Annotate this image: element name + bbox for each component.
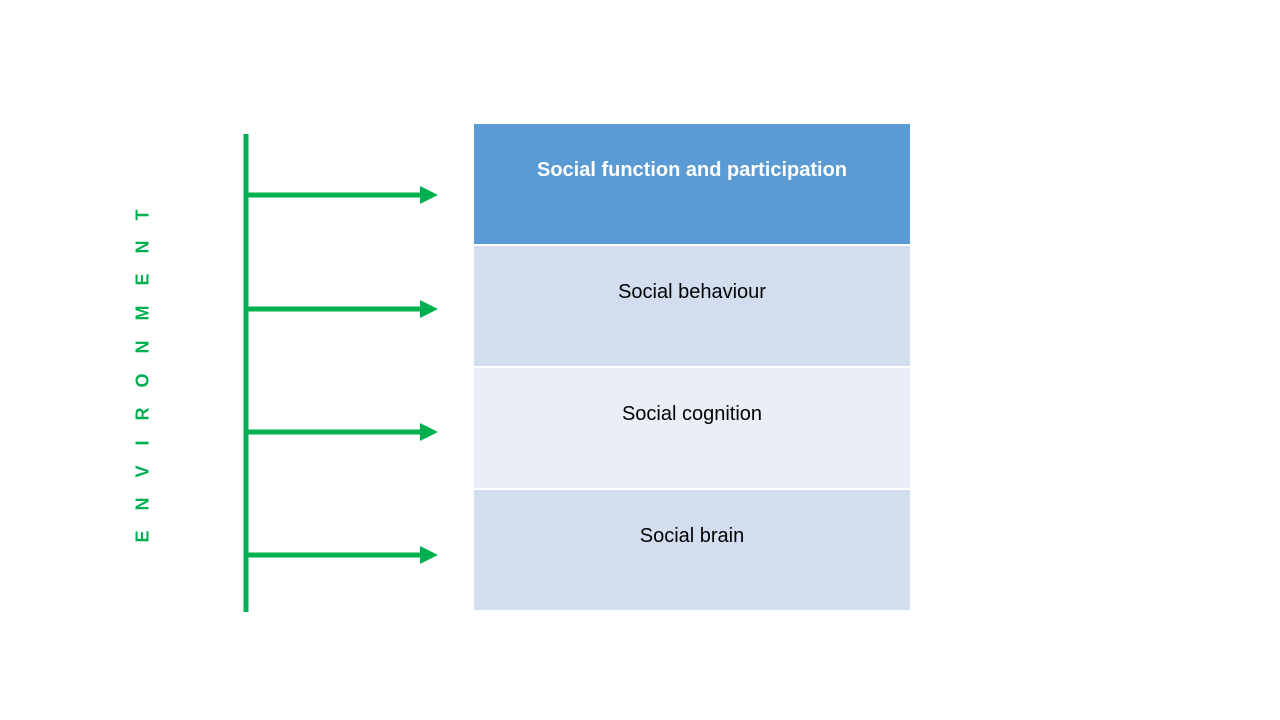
level-box-social-function: Social function and participation xyxy=(474,124,910,244)
level-box-social-behaviour: Social behaviour xyxy=(474,246,910,366)
level-label-social-function: Social function and participation xyxy=(536,159,848,181)
arrow-head-4 xyxy=(420,546,438,564)
arrow-head-3 xyxy=(420,423,438,441)
level-label-social-behaviour: Social behaviour xyxy=(618,281,766,303)
level-box-social-brain: Social brain xyxy=(474,490,910,610)
level-label-social-cognition: Social cognition xyxy=(621,403,763,425)
level-label-social-brain: Social brain xyxy=(639,525,745,547)
level-box-social-cognition: Social cognition xyxy=(474,368,910,488)
level-stack: Social function and participation Social… xyxy=(474,124,910,610)
arrow-head-1 xyxy=(420,186,438,204)
arrow-head-2 xyxy=(420,300,438,318)
